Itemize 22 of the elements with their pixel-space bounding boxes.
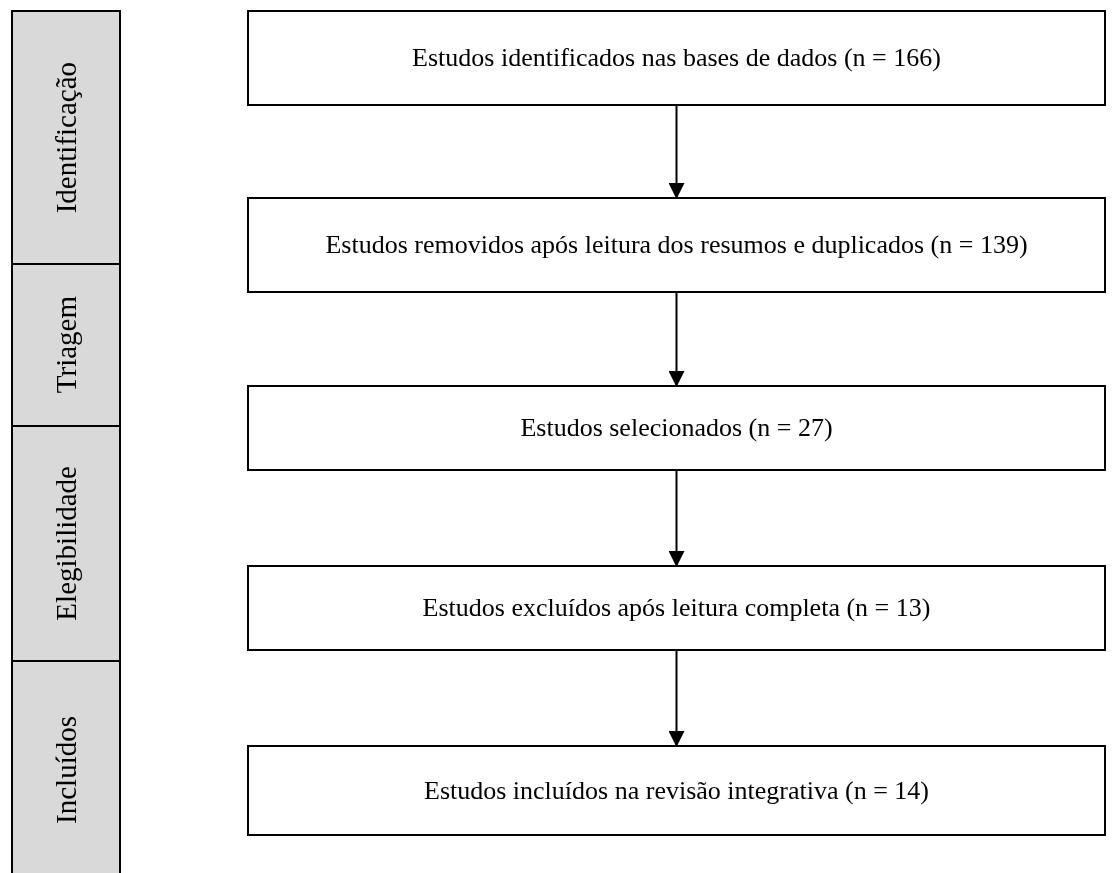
stage-label: Identificação [49, 61, 83, 214]
process-box [247, 10, 1106, 106]
stage-band [11, 660, 121, 873]
stage-label: Elegibilidade [49, 466, 83, 621]
process-box [247, 745, 1106, 836]
arrow [668, 650, 685, 747]
stage-label: Triagem [49, 296, 83, 394]
arrow [668, 292, 685, 387]
stage-band [11, 425, 121, 662]
process-box [247, 197, 1106, 293]
stage-band [11, 10, 121, 265]
arrow [668, 105, 685, 199]
arrow [668, 470, 685, 567]
stage-label: Incluídos [49, 716, 83, 824]
box-text: Estudos incluídos na revisão integrativa (n = 14) [424, 774, 929, 807]
process-box [247, 565, 1106, 651]
box-text: Estudos selecionados (n = 27) [520, 412, 833, 444]
box-text: Estudos removidos após leitura dos resumos e duplicados (n = 139) [325, 229, 1028, 261]
process-box [247, 385, 1106, 471]
stage-band [11, 263, 121, 427]
box-text: Estudos identificados nas bases de dados (n = 166) [412, 42, 941, 74]
box-text: Estudos excluídos após leitura completa (n = 13) [422, 592, 931, 624]
